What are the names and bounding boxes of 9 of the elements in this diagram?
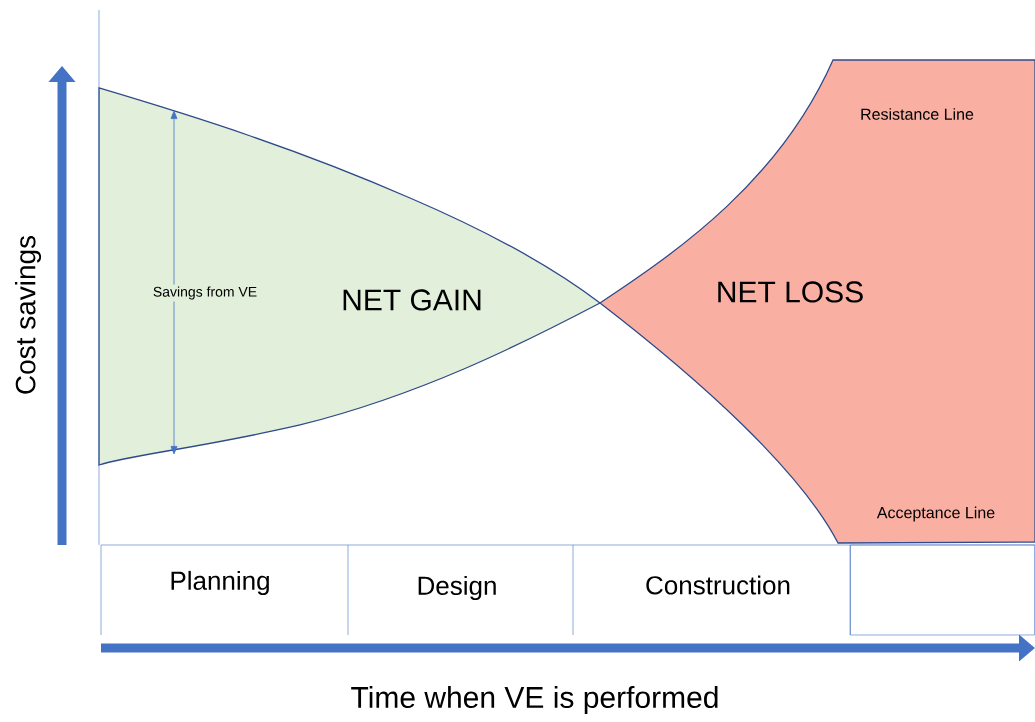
- empty-cell: [850, 544, 1035, 636]
- phase-label: Construction: [646, 575, 790, 595]
- phase-label: Design: [418, 575, 496, 601]
- right-line-label: Acceptance Line: [876, 506, 995, 522]
- axis-title: Cost savings: [14, 235, 42, 394]
- axis-title: Time when VE is performed: [351, 686, 718, 714]
- right-line-label: Resistance Line: [861, 108, 974, 120]
- dimension-label: Savings from VE: [150, 284, 260, 302]
- phase-label: Planning: [171, 570, 269, 596]
